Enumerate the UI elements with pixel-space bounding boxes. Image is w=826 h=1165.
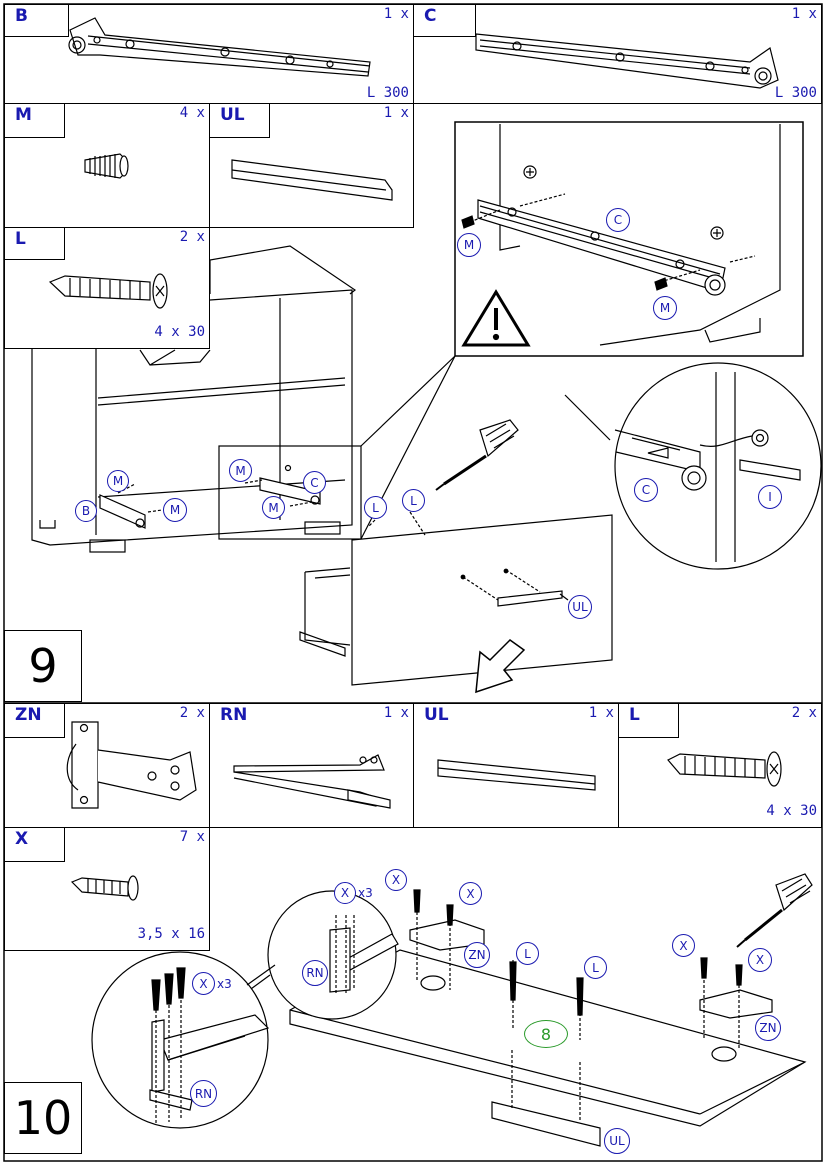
part-qty-b: 1 x [383, 6, 409, 22]
callout-c-3: C [634, 478, 658, 502]
part-qty-ul-2: 1 x [588, 705, 614, 721]
part-code-zn: ZN [5, 704, 65, 738]
screw-l-icon [48, 273, 168, 309]
callout-x-2: X [385, 869, 407, 891]
part-code-b: B [5, 5, 69, 37]
part-qty-zn: 2 x [179, 705, 205, 721]
screw-m-icon [84, 153, 129, 179]
part-box-ul-2: UL 1 x [413, 703, 619, 828]
part-qty-c: 1 x [791, 6, 817, 22]
part-box-zn: ZN 2 x [4, 703, 210, 828]
part-code-l: L [5, 228, 65, 260]
callout-ul-1: UL [568, 595, 592, 619]
callout-c-1: C [303, 471, 326, 494]
times-3-label-1: x3 [358, 886, 373, 900]
callout-m-6: M [653, 296, 677, 320]
callout-zn-2: ZN [755, 1015, 781, 1041]
part-code-rn: RN [220, 705, 248, 725]
part-box-m: M 4 x [4, 103, 210, 228]
part-box-l-2: L 2 x 4 x 30 [618, 703, 822, 828]
warning-triangle-icon [461, 289, 531, 347]
callout-c-2: C [606, 208, 630, 232]
screw-l-icon-2 [667, 751, 782, 787]
part-code-c: C [414, 5, 476, 37]
callout-l-4: L [584, 956, 607, 979]
part-dim-l: 4 x 30 [154, 324, 205, 340]
part-code-ul-2: UL [424, 705, 449, 725]
rail-b-icon [68, 17, 371, 77]
handle-ul-icon-2 [437, 759, 596, 791]
zoom-detail-rail [454, 121, 804, 357]
cabinet-drawing [31, 245, 456, 553]
rail-c-icon [475, 33, 779, 89]
callout-m-1: M [107, 470, 129, 492]
callout-m-3: M [229, 459, 252, 482]
callout-x-5: X [748, 948, 772, 972]
part-box-l: L 2 x 4 x 30 [4, 227, 210, 349]
callout-i: I [758, 485, 782, 509]
zoom-circle-stay-small [224, 890, 399, 1020]
zoom-circle-stay-large [91, 951, 276, 1129]
push-arrow-icon [475, 639, 526, 694]
part-dim-b: L 300 [366, 85, 409, 101]
screwdriver-icon-2 [736, 873, 813, 948]
part-dim-x: 3,5 x 16 [137, 926, 205, 942]
callout-rn-1: RN [302, 960, 328, 986]
part-box-ul: UL 1 x [209, 103, 414, 228]
part-qty-l: 2 x [179, 229, 205, 245]
part-code-ul: UL [210, 104, 270, 138]
part-dim-c: L 300 [774, 85, 817, 101]
callout-x-4: X [672, 934, 695, 957]
part-box-b: B 1 x L 300 [4, 4, 414, 104]
callout-zn-1: ZN [464, 942, 490, 968]
callout-l-3: L [516, 942, 539, 965]
callout-b: B [75, 500, 97, 522]
screwdriver-icon [435, 419, 519, 491]
part-code-l-2: L [619, 704, 679, 738]
times-3-label-2: x3 [217, 977, 232, 991]
step-number-10: 10 [4, 1082, 82, 1154]
callout-x-1: X [334, 882, 356, 904]
handle-ul-icon [231, 159, 393, 201]
part-box-rn: RN 1 x [209, 703, 414, 828]
part-qty-m: 4 x [179, 105, 205, 121]
zoom-circle-rail-stop [539, 362, 822, 601]
part-qty-ul: 1 x [383, 105, 409, 121]
part-qty-rn: 1 x [383, 705, 409, 721]
callout-m-4: M [262, 496, 285, 519]
callout-x-3: X [459, 882, 482, 905]
panel-number-8: 8 [524, 1020, 568, 1048]
stay-rn-icon [233, 754, 391, 809]
part-box-x: X 7 x 3,5 x 16 [4, 827, 210, 951]
drawer-front-drawing [299, 511, 613, 686]
callout-l-1: L [364, 496, 387, 519]
step-number-9: 9 [4, 630, 82, 702]
callout-m-5: M [457, 233, 481, 257]
part-code-m: M [5, 104, 65, 138]
part-qty-l-2: 2 x [791, 705, 817, 721]
part-dim-l-2: 4 x 30 [766, 803, 817, 819]
part-code-x: X [5, 828, 65, 862]
callout-ul-2: UL [604, 1128, 630, 1154]
callout-l-2: L [402, 489, 425, 512]
callout-m-2: M [163, 498, 187, 522]
part-box-c: C 1 x L 300 [413, 4, 822, 104]
screw-x-icon [70, 875, 139, 901]
callout-rn-2: RN [190, 1080, 217, 1107]
hinge-zn-icon [66, 721, 197, 809]
part-qty-x: 7 x [179, 829, 205, 845]
callout-x-6: X [192, 972, 215, 995]
